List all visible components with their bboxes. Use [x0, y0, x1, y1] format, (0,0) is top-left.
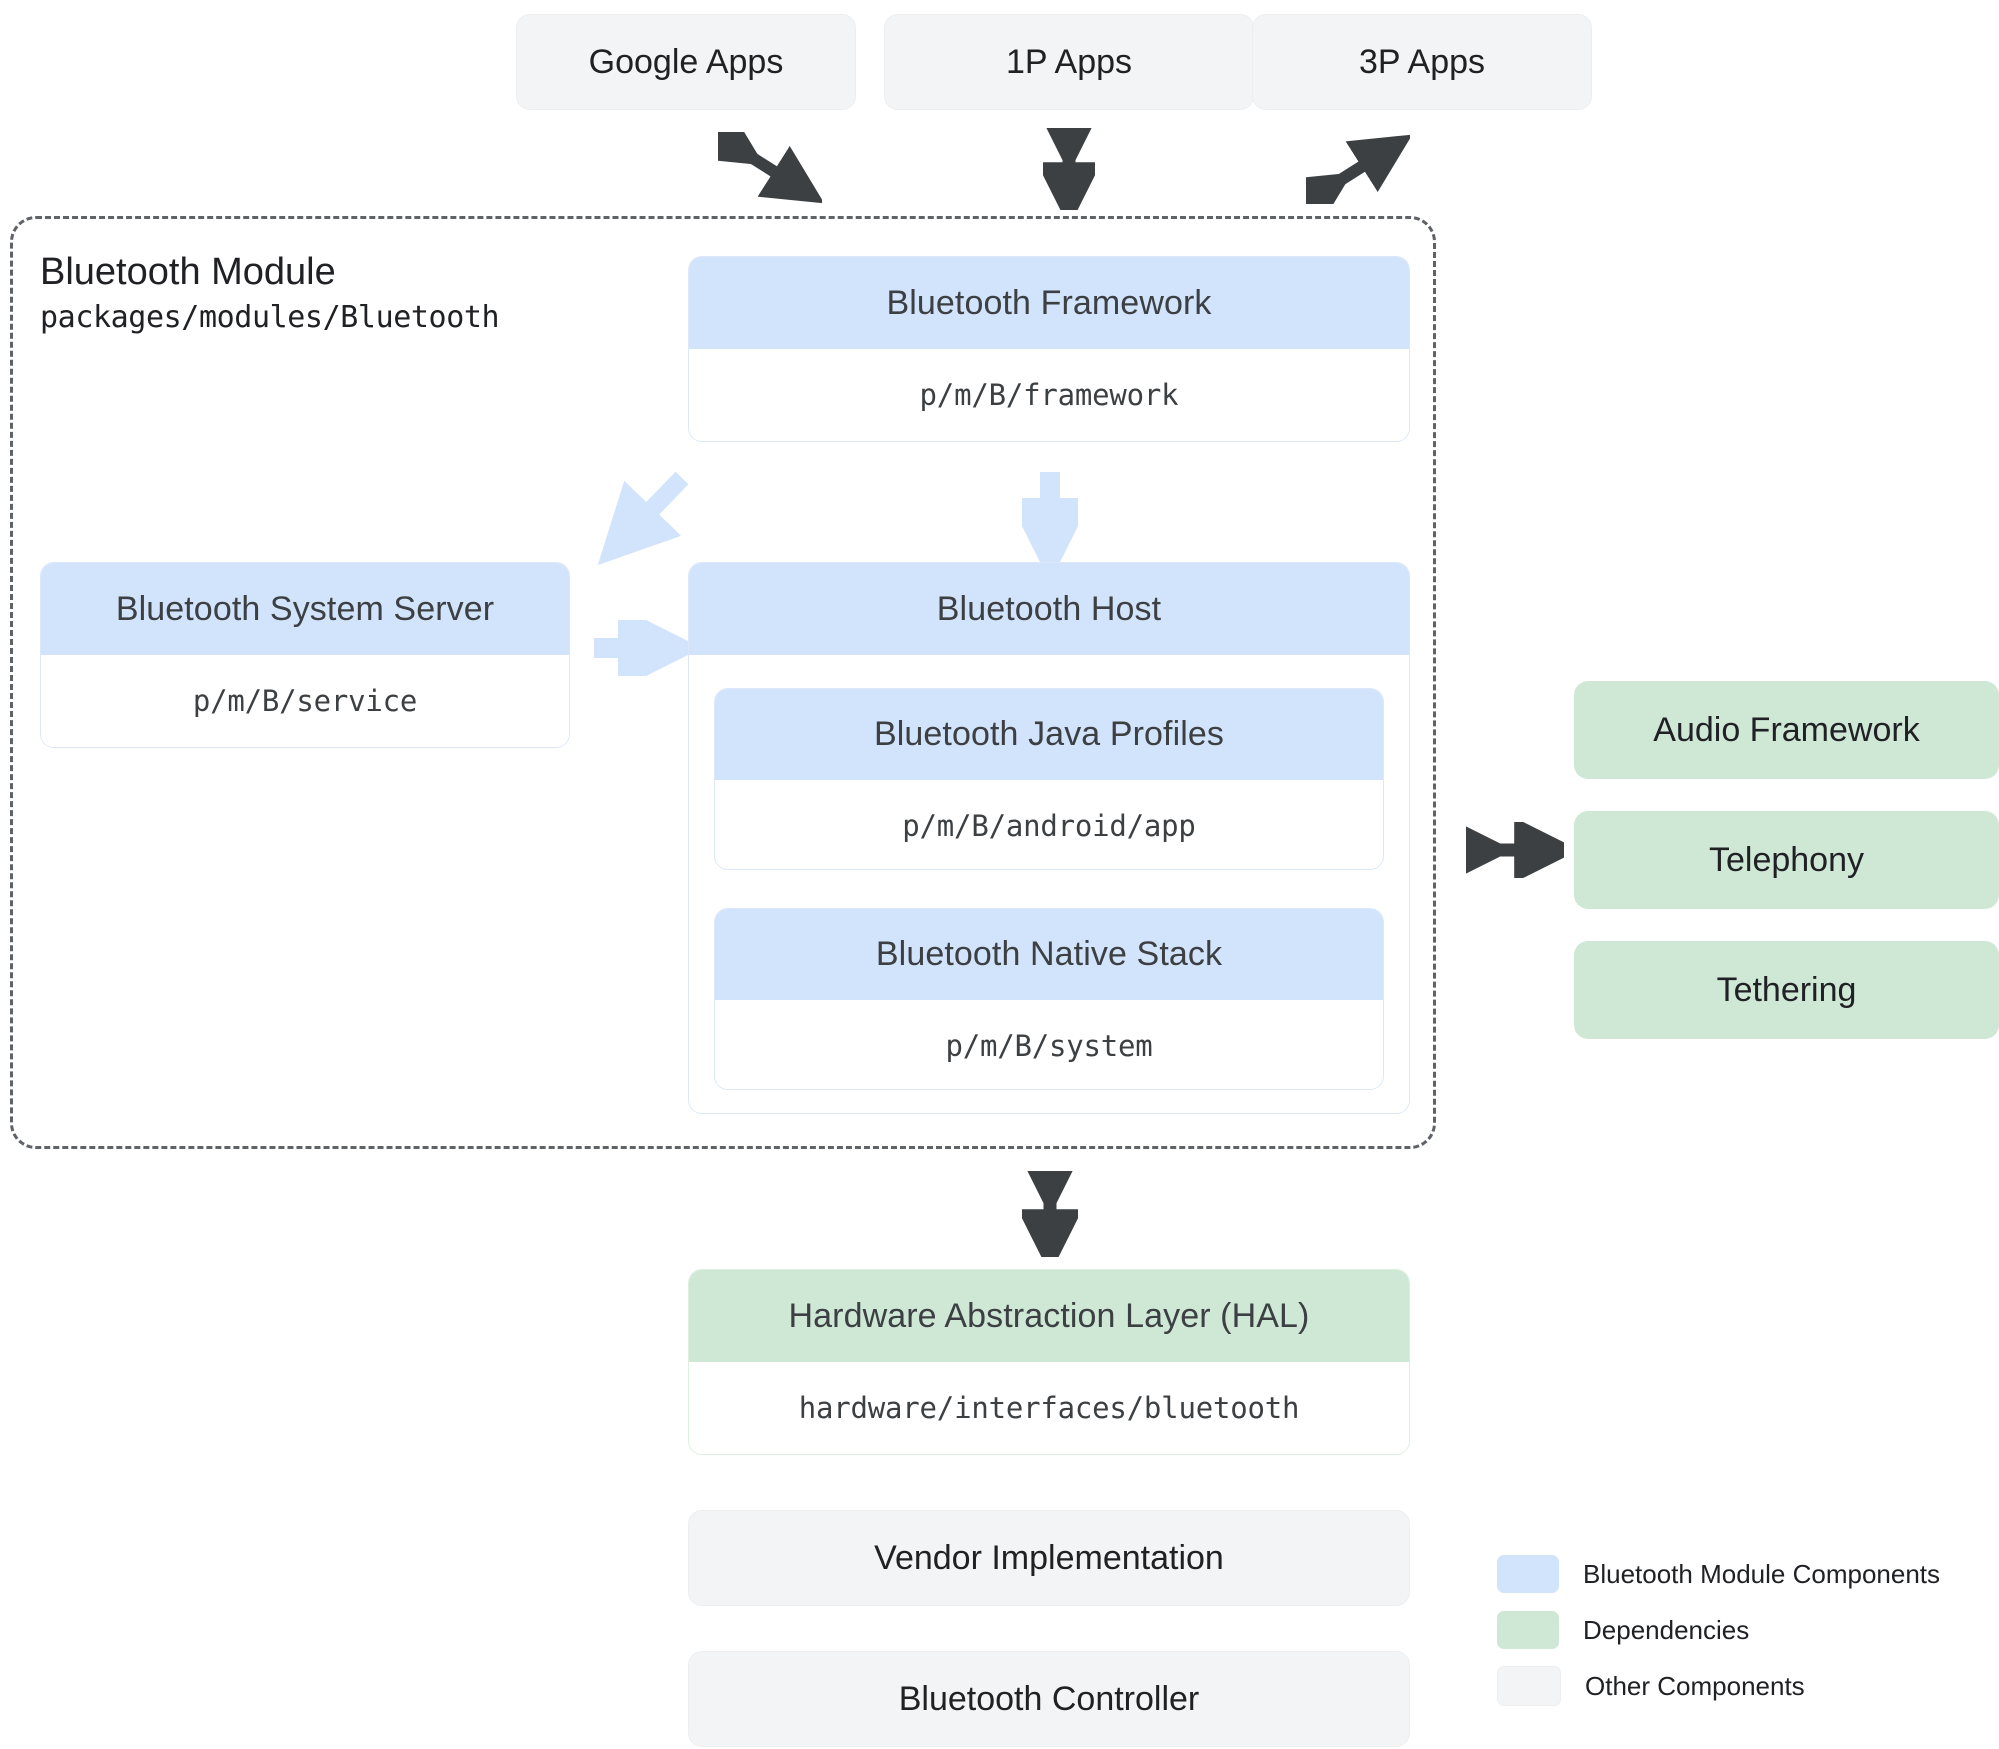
card-title: Bluetooth Host — [689, 563, 1409, 655]
box-vendor-implementation[interactable]: Vendor Implementation — [688, 1510, 1410, 1606]
dependency-label: Tethering — [1716, 970, 1857, 1009]
card-bluetooth-native-stack[interactable]: Bluetooth Native Stack p/m/B/system — [714, 908, 1384, 1090]
dependency-box-audio-framework[interactable]: Audio Framework — [1574, 681, 1999, 779]
app-box-label: 3P Apps — [1358, 42, 1486, 81]
legend: Bluetooth Module Components Dependencies… — [1497, 1548, 1940, 1716]
card-bluetooth-system-server[interactable]: Bluetooth System Server p/m/B/service — [40, 562, 570, 748]
dependency-box-telephony[interactable]: Telephony — [1574, 811, 1999, 909]
legend-item-other-components: Other Components — [1497, 1660, 1940, 1712]
arrow-system-server-to-host — [588, 606, 702, 691]
card-path: p/m/B/system — [715, 1000, 1383, 1089]
app-box-1p-apps[interactable]: 1P Apps — [884, 14, 1254, 110]
legend-label: Bluetooth Module Components — [1583, 1558, 1941, 1589]
arrow-framework-to-host — [1007, 466, 1092, 582]
dependency-label: Audio Framework — [1653, 710, 1920, 749]
card-path: p/m/B/service — [41, 655, 569, 747]
bluetooth-module-boundary — [10, 216, 1436, 1149]
card-title: Hardware Abstraction Layer (HAL) — [689, 1270, 1409, 1362]
card-bluetooth-java-profiles[interactable]: Bluetooth Java Profiles p/m/B/android/ap… — [714, 688, 1384, 870]
arrow-3p-apps-to-module — [1285, 132, 1413, 231]
app-box-google-apps[interactable]: Google Apps — [516, 14, 856, 110]
legend-item-dependencies: Dependencies — [1497, 1604, 1940, 1656]
legend-swatch-blue — [1497, 1555, 1559, 1593]
box-label: Vendor Implementation — [874, 1538, 1224, 1577]
box-label: Bluetooth Controller — [898, 1679, 1200, 1718]
box-bluetooth-controller[interactable]: Bluetooth Controller — [688, 1651, 1410, 1747]
dependency-box-tethering[interactable]: Tethering — [1574, 941, 1999, 1039]
arrow-module-to-hal — [1017, 1151, 1083, 1275]
card-bluetooth-framework[interactable]: Bluetooth Framework p/m/B/framework — [688, 256, 1410, 442]
arrow-framework-to-system-server — [590, 460, 710, 566]
arrow-host-to-dependencies — [1448, 817, 1580, 883]
card-title: Bluetooth Native Stack — [715, 909, 1383, 1000]
legend-label: Other Components — [1585, 1670, 1805, 1701]
module-path: packages/modules/Bluetooth — [40, 300, 500, 335]
app-box-label: Google Apps — [588, 42, 784, 81]
legend-swatch-grey — [1497, 1666, 1561, 1706]
app-box-3p-apps[interactable]: 3P Apps — [1252, 14, 1592, 110]
card-path: p/m/B/framework — [689, 349, 1409, 441]
card-title: Bluetooth System Server — [41, 563, 569, 655]
legend-label: Dependencies — [1583, 1614, 1750, 1645]
card-title: Bluetooth Framework — [689, 257, 1409, 349]
arrow-google-apps-to-module — [697, 107, 825, 204]
legend-item-module-components: Bluetooth Module Components — [1497, 1548, 1940, 1600]
app-box-label: 1P Apps — [1005, 42, 1133, 81]
module-title: Bluetooth Module — [40, 251, 336, 293]
legend-swatch-green — [1497, 1611, 1559, 1649]
card-path: p/m/B/android/app — [715, 780, 1383, 869]
dependency-label: Telephony — [1708, 840, 1864, 879]
card-hardware-abstraction-layer[interactable]: Hardware Abstraction Layer (HAL) hardwar… — [688, 1269, 1410, 1455]
arrow-1p-apps-to-module — [1036, 108, 1102, 228]
card-title: Bluetooth Java Profiles — [715, 689, 1383, 780]
card-path: hardware/interfaces/bluetooth — [689, 1362, 1409, 1454]
